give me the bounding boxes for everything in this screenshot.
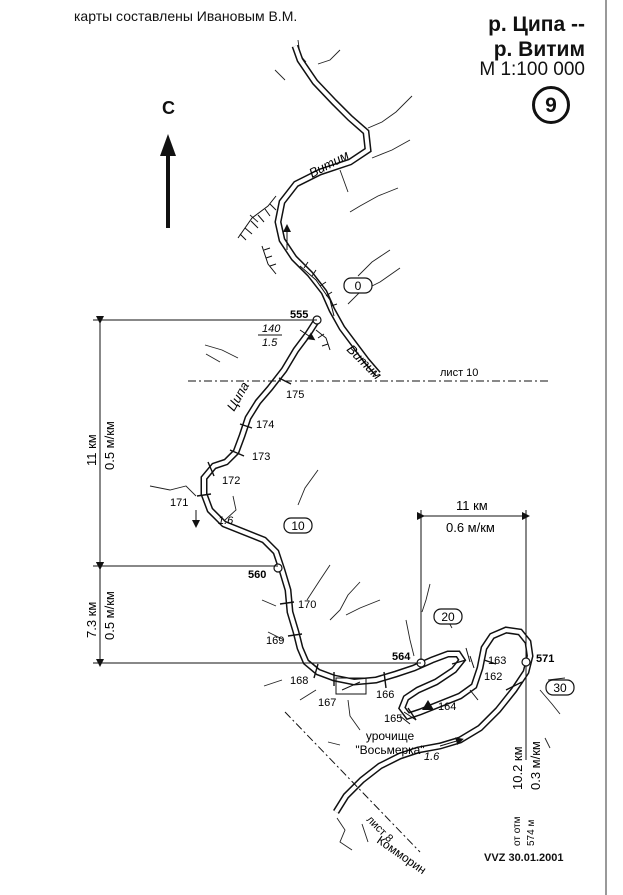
flow-arrows [192,224,464,747]
left-top-slope: 0.5 м/км [102,421,117,470]
elevation-571: 571 [536,653,554,665]
reference-line-1: от отм [512,816,523,846]
survey-points [273,315,531,668]
elevation-564: 564 [392,651,411,663]
km-marker-166: 166 [376,689,394,701]
right-side-slope: 0.3 м/км [528,741,543,790]
vitim-river [274,44,381,377]
elevation-560: 560 [248,569,266,581]
title-line-1: р. Ципа -- [488,13,585,36]
km-marker-165: 165 [384,713,402,725]
north-arrow-icon [160,134,176,228]
left-bottom-slope: 0.5 м/км [102,591,117,640]
km-badges [283,277,575,696]
place-name-line-2: "Восьмерка" [355,743,424,757]
km-badge-20: 20 [441,610,455,624]
map-scale: М 1:100 000 [479,59,585,80]
km-marker-174: 174 [256,419,274,431]
km-marker-173: 173 [252,451,270,463]
river-label-vitim-lower: Витим [344,342,385,383]
sheet-number-badge: 9 [532,86,570,124]
fraction-bottom: 1.5 [262,337,278,349]
km-marker-169: 169 [266,635,284,647]
speed-label-lower: 1.6 [424,751,440,763]
cliff-hatching [237,195,479,725]
place-name-line-1: урочище [366,729,415,743]
km-marker-172: 172 [222,475,240,487]
author-credit: карты составлены Ивановым В.М. [74,8,298,24]
km-badge-0: 0 [355,279,362,293]
fraction-top: 140 [262,323,281,335]
left-bottom-distance: 7.3 км [84,602,99,638]
sheet-8-boundary [284,711,421,853]
km-ticks [196,377,523,721]
title-line-2: р. Витим [493,38,585,61]
km-marker-171: 171 [170,497,188,509]
sheet-10-label: лист 10 [440,367,478,379]
km-marker-163: 163 [488,655,506,667]
author-signature: VVZ 30.01.2001 [484,852,564,864]
map-title: р. Ципа -- р. Витим [488,12,585,62]
right-top-slope: 0.6 м/км [446,520,495,535]
tributary-streams [149,39,566,851]
right-side-distance: 10.2 км [510,746,525,790]
speed-label-upper: 1.6 [218,515,234,527]
ford-sign-icon [335,677,367,695]
km-marker-168: 168 [290,675,308,687]
left-top-distance: 11 км [84,434,99,466]
km-badge-30: 30 [553,681,567,695]
measurement-lines [93,316,530,760]
km-marker-162: 162 [484,671,502,683]
km-marker-170: 170 [298,599,316,611]
ford-stroke-icon [341,681,361,691]
river-label-vitim-upper: Витим [306,147,351,180]
right-top-distance: 11 км [456,498,488,513]
river-label-tsipa: Ципа [224,379,253,413]
km-marker-175: 175 [286,389,304,401]
mountain-peak-icon [422,700,434,710]
reference-line-2: 574 м [526,820,537,846]
north-label: С [162,98,175,118]
km-marker-167: 167 [318,697,336,709]
km-marker-164: 164 [438,701,456,713]
km-badge-10: 10 [291,519,305,533]
elevation-555: 555 [290,309,308,321]
